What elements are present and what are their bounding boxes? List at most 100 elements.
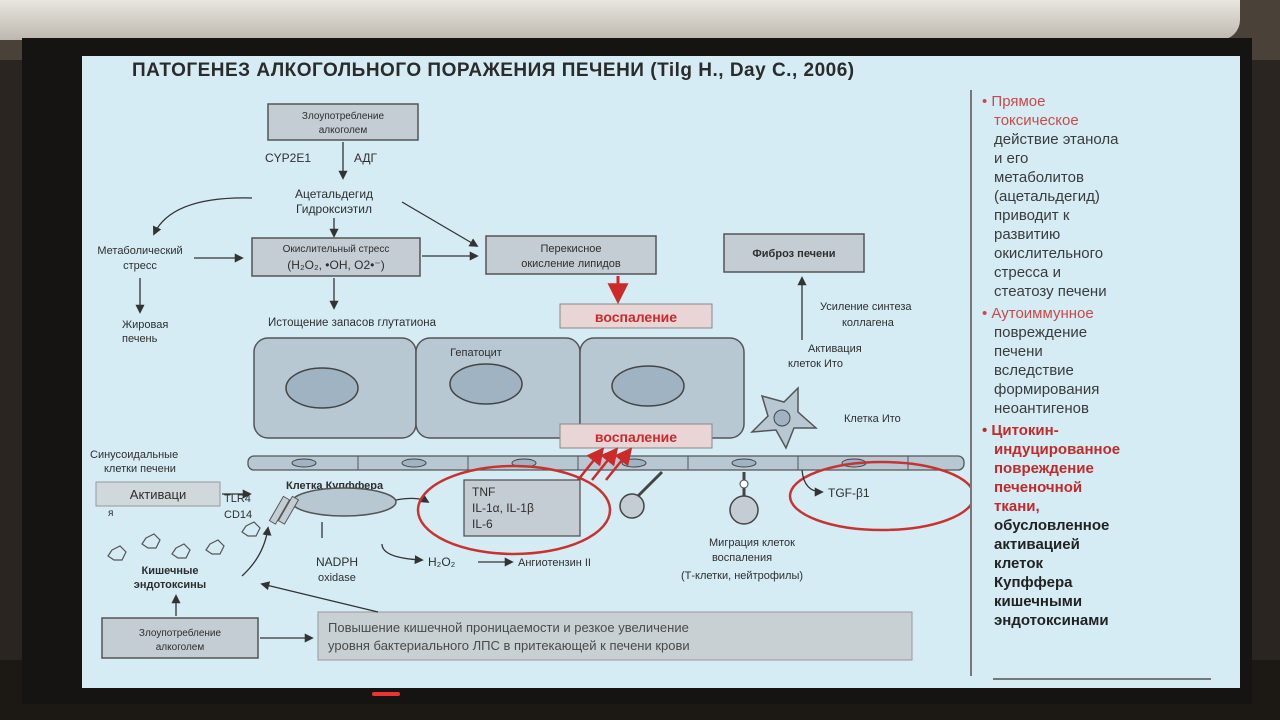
sidebar-line: формирования	[994, 381, 1100, 398]
migr-l3: (Т-клетки, нейтрофилы)	[681, 570, 803, 582]
cytokine-box	[463, 479, 581, 537]
sidebar-notes: • Прямое токсическое действие этанола и его…	[982, 92, 1190, 630]
il1-label: IL-1α, IL-1β	[472, 501, 534, 515]
cd14-label: CD14	[224, 509, 252, 521]
nucleus-2	[449, 363, 523, 405]
sidebar-line: и его	[994, 150, 1029, 167]
sidebar-line: • Прямое	[982, 93, 1046, 110]
sidebar-line: обусловленное	[994, 517, 1110, 534]
sidebar-line: стресса и	[994, 264, 1061, 281]
migr-l1: Миграция клеток	[709, 537, 795, 549]
tgf-ring	[788, 460, 970, 532]
migr-l2: воспаления	[712, 552, 772, 564]
sidebar-line: неоантигенов	[994, 400, 1089, 417]
hepatocyte-label: Гепатоцит	[450, 347, 502, 359]
tnf-label: TNF	[472, 485, 495, 499]
sidebar-line: ткани,	[994, 498, 1040, 515]
activ-l1: Активаци	[130, 487, 186, 502]
nadph-l1: NADPH	[316, 555, 358, 569]
ito-act-l2: клеток Ито	[788, 358, 843, 370]
oxid-l1: Окислительный стресс	[283, 244, 390, 255]
abuse-top-l1: Злоупотребление	[302, 110, 385, 122]
sidebar-line: развитию	[994, 226, 1061, 243]
sidebar-line: метаболитов	[994, 169, 1084, 186]
fat-l1: Жировая	[122, 319, 168, 331]
permeability-box	[317, 611, 913, 661]
abuse-bot-l1: Злоупотребление	[139, 627, 222, 639]
sidebar-line: приводит к	[994, 207, 1070, 224]
sidebar-line: печеночной	[994, 479, 1083, 496]
adg-label: АДГ	[354, 151, 378, 165]
sidebar-line: окислительного	[994, 245, 1104, 262]
abuse-top-l2: алкоголем	[319, 125, 368, 136]
projector-roller	[0, 0, 1240, 40]
migrating-cell-2	[729, 472, 759, 525]
inflam2-box	[559, 423, 713, 449]
fibrosis-label: Фиброз печени	[752, 248, 835, 260]
oxid-l2: (H₂O₂, •OH, O2•⁻)	[287, 258, 384, 272]
metab-l1: Метаболический	[97, 245, 182, 257]
sidebar-line: Купффера	[994, 574, 1073, 591]
sidebar-line: токсическое	[994, 112, 1079, 129]
sidebar-line: повреждение	[994, 460, 1094, 477]
sidebar-line: действие этанола	[994, 131, 1119, 148]
sidebar-line: активацией	[994, 536, 1080, 553]
perox-l2: окисление липидов	[521, 258, 621, 270]
divider-bottom	[993, 678, 1211, 680]
sidebar-line: повреждение	[994, 324, 1088, 341]
sinus-l2: клетки печени	[104, 463, 176, 475]
nucleus-1	[285, 367, 359, 409]
divider-vertical	[970, 90, 972, 676]
tlr4-label: TLR4	[224, 493, 251, 505]
activ-l2: я	[108, 508, 113, 519]
sidebar-line: • Аутоиммунное	[982, 305, 1094, 322]
sidebar-line: клеток	[994, 555, 1043, 572]
cyp-label: CYP2E1	[265, 151, 311, 165]
angio-label: Ангиотензин II	[518, 557, 591, 569]
nucleus-3	[611, 365, 685, 407]
perm-l2: уровня бактериального ЛПС в притекающей …	[328, 638, 690, 653]
abuse-top-box	[267, 103, 419, 141]
abuse-bottom-box	[101, 617, 259, 659]
migrating-cell-1	[619, 470, 664, 519]
cytokine-ring	[416, 464, 612, 556]
h2o2-label: H₂O₂	[428, 555, 456, 569]
acetald-l2: Гидроксиэтил	[296, 202, 372, 216]
laser-pointer-dot	[372, 692, 400, 696]
sidebar-line: эндотоксинами	[994, 612, 1109, 629]
collagen-l2: коллагена	[842, 317, 895, 329]
inflam1-label: воспаление	[595, 309, 677, 325]
endotoxin-icons	[107, 521, 261, 561]
endo-l1: Кишечные	[141, 565, 198, 577]
endo-l2: эндотоксины	[134, 579, 206, 591]
metab-l2: стресс	[123, 260, 157, 272]
slide-title: ПАТОГЕНЕЗ АЛКОГОЛЬНОГО ПОРАЖЕНИЯ ПЕЧЕНИ …	[132, 60, 855, 81]
sidebar-line: печени	[994, 343, 1043, 360]
sidebar-line: вследствие	[994, 362, 1074, 379]
il6-label: IL-6	[472, 517, 493, 531]
sidebar-line: индуцированное	[994, 441, 1121, 458]
perox-l1: Перекисное	[540, 243, 601, 255]
ito-cell-label: Клетка Ито	[844, 413, 901, 425]
nadph-l2: oxidase	[318, 572, 356, 584]
inflam2-label: воспаление	[595, 429, 677, 445]
bullet-direct-toxicity: • Прямое токсическое действие этанола и его…	[982, 92, 1190, 301]
inflam1-box	[559, 303, 713, 329]
collagen-l1: Усиление синтеза	[820, 301, 912, 313]
pathogenesis-diagram: Злоупотребление алкоголем CYP2E1 АДГ Аце…	[90, 103, 970, 661]
ito-act-l1: Активация	[808, 343, 862, 355]
sinus-l1: Синусоидальные	[90, 449, 178, 461]
perm-l1: Повышение кишечной проницаемости и резко…	[328, 620, 689, 635]
tgf-label: TGF-β1	[828, 486, 870, 500]
glut-label: Истощение запасов глутатиона	[268, 317, 437, 329]
sidebar-line: (ацетальдегид)	[994, 188, 1100, 205]
fibrosis-box	[723, 233, 865, 273]
activation-box	[95, 481, 221, 507]
fat-l2: печень	[122, 333, 158, 345]
receptor-icon	[268, 495, 300, 525]
acetald-l1: Ацетальдегид	[295, 187, 373, 201]
perox-box	[485, 235, 657, 275]
sidebar-line: стеатозу печени	[994, 283, 1107, 300]
abuse-bot-l2: алкоголем	[156, 642, 205, 653]
